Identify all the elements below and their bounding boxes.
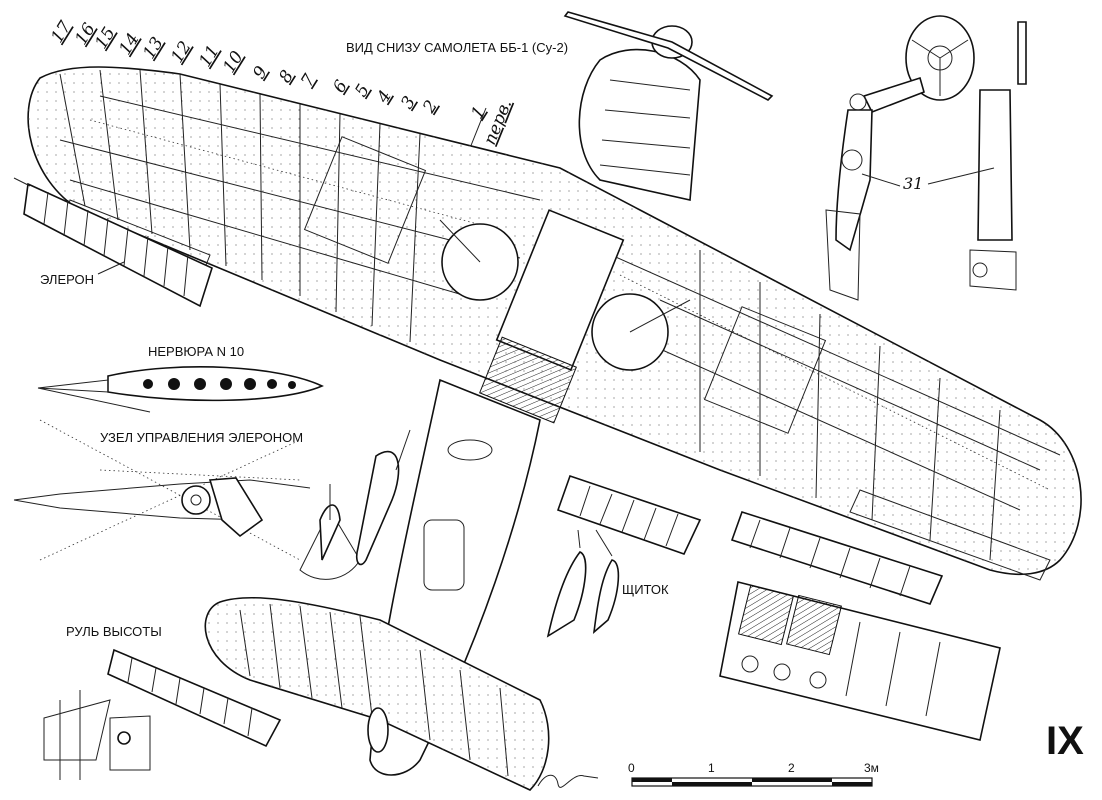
scale-bar: [631, 777, 873, 787]
plate-number: IX: [1046, 719, 1084, 763]
callout-31-leaders: [861, 167, 995, 187]
rib-number-6: 6: [329, 77, 352, 97]
rib-number-4: 4: [373, 87, 396, 108]
aileron-control-unit: [13, 419, 361, 580]
scale-tick-0: 0: [628, 761, 635, 775]
aileron-detail: [13, 177, 213, 308]
rib-number-14: 14: [115, 30, 143, 59]
aileron-section-sketches: [319, 429, 411, 566]
callout-31: 31: [903, 174, 923, 193]
rib-number-13: 13: [139, 34, 167, 63]
propeller-blade: [563, 11, 774, 101]
rib-1-leader: [469, 107, 487, 149]
elevator-hinge-detail: [43, 690, 151, 780]
scale-tick-3: 3м: [864, 761, 879, 775]
landing-gear-leg: [825, 15, 1027, 301]
rib-number-7: 7: [297, 71, 320, 91]
main-wing: [27, 66, 1082, 581]
scale-tick-1: 1: [708, 761, 715, 775]
elevator-label: РУЛЬ ВЫСОТЫ: [66, 624, 162, 639]
rib-number-9: 9: [249, 63, 272, 83]
rib-number-8: 8: [275, 67, 298, 87]
rib-number-17: 17: [47, 18, 76, 47]
rib10-label: НЕРВЮРА N 10: [148, 344, 244, 359]
engine-nose: [563, 11, 774, 201]
rib-number-5: 5: [351, 81, 374, 101]
rib-number-10: 10: [219, 48, 248, 77]
rib-number-1-suffix: перв.: [480, 97, 516, 148]
aileron-label: ЭЛЕРОН: [40, 272, 94, 287]
aileron-control-label: УЗЕЛ УПРАВЛЕНИЯ ЭЛЕРОНОМ: [100, 430, 303, 445]
elevator-detail: [107, 648, 282, 748]
horizontal-stabilizer: [204, 596, 550, 791]
rib-number-2: 2: [419, 97, 442, 118]
drawing-title: ВИД СНИЗУ САМОЛЕТА ББ-1 (Су-2): [346, 40, 568, 55]
scale-tick-2: 2: [788, 761, 795, 775]
flap-label: ЩИТОК: [622, 582, 669, 597]
rib-number-3: 3: [397, 93, 420, 113]
artist-signature: [537, 774, 599, 788]
rib-number-1: 1: [467, 103, 490, 123]
flap-details: [546, 474, 1001, 741]
rib-number-12: 12: [167, 38, 195, 67]
rib10-profile: [37, 366, 324, 413]
